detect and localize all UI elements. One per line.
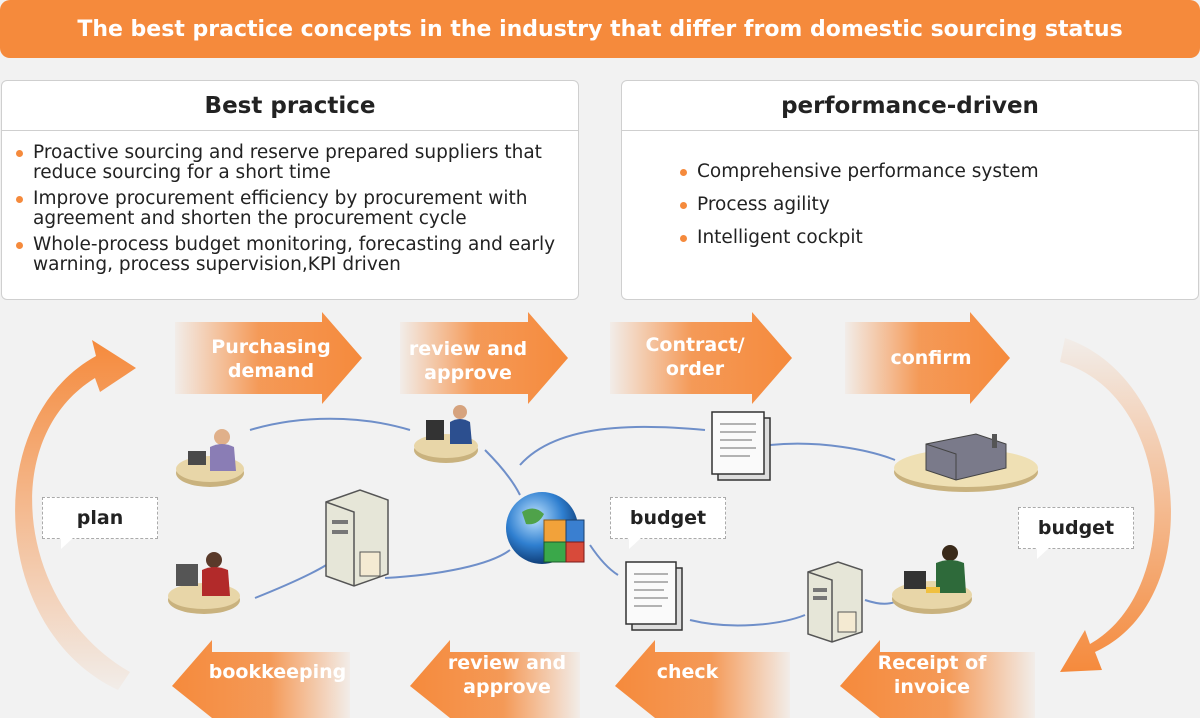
network-connectors [249, 417, 901, 627]
bottom-step-arrow-3 [410, 640, 580, 718]
best-practice-title: Best practice [2, 81, 578, 131]
factory-icon [894, 433, 1038, 492]
left-cycle-arrow [15, 340, 136, 690]
top-step-arrow-3 [610, 312, 792, 404]
bottom-step-arrow-1 [840, 640, 1035, 718]
globe-puzzle-icon [506, 492, 585, 564]
best-practice-item: Proactive sourcing and reserve prepared … [16, 143, 568, 183]
best-practice-list: Proactive sourcing and reserve prepared … [2, 131, 578, 275]
process-flow-diagram [15, 312, 1171, 718]
document-icon [711, 411, 771, 481]
bottom-step-arrow-2 [615, 640, 790, 718]
best-practice-item: Improve procurement efficiency by procur… [16, 189, 568, 229]
server-icon [807, 561, 863, 643]
performance-item: Comprehensive performance system [680, 162, 1188, 182]
step-review-approve-top: review and approve [408, 338, 528, 384]
step-receipt-of-invoice: Receipt of invoice [877, 652, 987, 698]
best-practice-panel: Best practice Proactive sourcing and res… [1, 80, 579, 300]
performance-item: Process agility [680, 195, 1188, 215]
document-icon [625, 561, 683, 631]
server-icon [325, 489, 389, 587]
top-step-arrow-1 [175, 312, 362, 404]
step-contract-order: Contract/ order [645, 334, 745, 380]
person-at-desk-icon [176, 429, 244, 487]
performance-panel: performance-driven Comprehensive perform… [621, 80, 1199, 300]
callout-budget-center: budget [610, 497, 726, 549]
top-step-arrow-2 [400, 312, 568, 404]
callout-budget-right: budget [1018, 507, 1134, 559]
step-bookkeeping: bookkeeping [208, 661, 347, 683]
header-banner: The best practice concepts in the indust… [0, 0, 1200, 58]
right-cycle-arrow [1060, 338, 1171, 672]
step-review-approve-bottom: review and approve [447, 652, 567, 698]
step-check: check [656, 661, 719, 683]
step-purchasing-demand: Purchasing demand [211, 336, 331, 382]
performance-title: performance-driven [622, 81, 1198, 131]
person-at-desk-icon [168, 552, 240, 614]
step-confirm: confirm [890, 347, 972, 369]
bottom-step-arrow-4 [172, 640, 350, 718]
best-practice-item: Whole-process budget monitoring, forecas… [16, 235, 568, 275]
performance-item: Intelligent cockpit [680, 228, 1188, 248]
person-at-desk-icon [892, 545, 972, 614]
top-step-arrow-4 [845, 312, 1010, 404]
performance-list: Comprehensive performance system Process… [622, 131, 1198, 248]
callout-plan: plan [42, 497, 158, 549]
person-at-desk-icon [414, 405, 478, 463]
header-title: The best practice concepts in the indust… [77, 16, 1123, 42]
